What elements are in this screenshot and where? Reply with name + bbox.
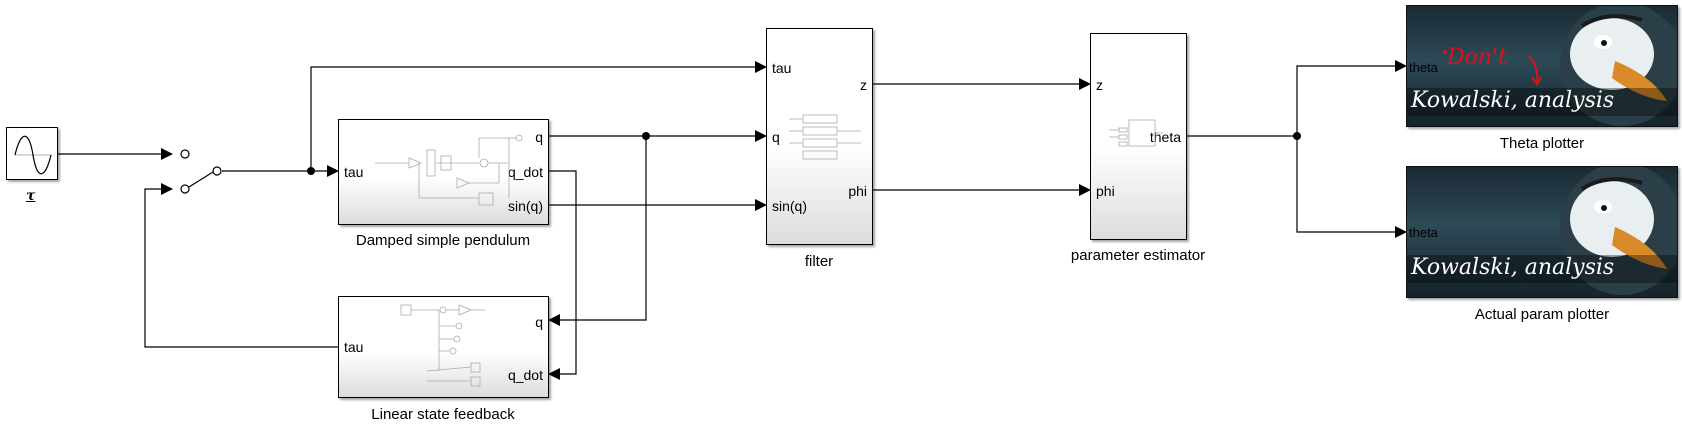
- subsystem-preview-icon: [375, 134, 523, 206]
- filter-title: filter: [804, 253, 834, 270]
- filter-port-phi: phi: [848, 183, 867, 199]
- estimator-port-phi: phi: [1096, 183, 1115, 199]
- subsystem-preview-icon: [1109, 119, 1163, 147]
- filter-port-q: q: [772, 129, 780, 145]
- theta-plotter-title: Theta plotter: [1499, 135, 1585, 152]
- feedback-port-q: q: [535, 314, 543, 330]
- sine-wave-icon: [14, 135, 52, 175]
- feedback-port-qdot: q_dot: [507, 367, 543, 383]
- wire-theta-plotter: [1187, 60, 1407, 137]
- sine-source-block[interactable]: [6, 127, 58, 180]
- branch-point: [642, 132, 650, 140]
- manual-switch-icon: [180, 149, 222, 194]
- wire-theta-actual: [1296, 136, 1407, 238]
- pendulum-block[interactable]: tau q q_dot sin(q): [338, 119, 549, 225]
- actual-plotter-port: theta: [1409, 225, 1438, 240]
- filter-port-tau: tau: [772, 60, 792, 76]
- pendulum-port-tau: tau: [344, 164, 364, 180]
- source-label: τ: [26, 188, 36, 204]
- estimator-title: parameter estimator: [1070, 247, 1206, 264]
- branch-point: [1293, 132, 1301, 140]
- filter-block[interactable]: tau q sin(q) z phi: [766, 28, 873, 245]
- subsystem-preview-icon: [400, 304, 485, 387]
- wire-q-feedback: [548, 136, 647, 326]
- wire-tau-filter: [310, 61, 767, 171]
- actual-plotter-title: Actual param plotter: [1474, 306, 1610, 323]
- subsystem-preview-icon: [789, 114, 861, 160]
- wire-qdot-feedback: [548, 170, 577, 380]
- filter-port-z: z: [860, 77, 867, 93]
- theta-plotter-block[interactable]: Kowalski, analysis theta Don't: [1406, 5, 1678, 127]
- feedback-title: Linear state feedback: [371, 406, 515, 423]
- scribble-annotation: Don't: [1443, 45, 1542, 86]
- meme-caption: Kowalski, analysis: [1411, 88, 1615, 113]
- meme-caption: Kowalski, analysis: [1411, 255, 1615, 280]
- filter-port-sinq: sin(q): [772, 198, 808, 214]
- meme-caption-band: [1407, 255, 1677, 283]
- actual-plotter-block[interactable]: Kowalski, analysis theta: [1406, 166, 1678, 298]
- branch-point: [307, 167, 315, 175]
- wire-feedback-switch: [144, 183, 338, 348]
- kowalski-penguin-image: [1560, 167, 1677, 295]
- estimator-port-z: z: [1096, 77, 1103, 93]
- scribble-text: Don't: [1446, 45, 1507, 70]
- pendulum-port-sinq: sin(q): [507, 198, 543, 214]
- kowalski-penguin-image: [1560, 6, 1677, 126]
- pendulum-title: Damped simple pendulum: [355, 232, 531, 249]
- estimator-block[interactable]: z phi theta: [1090, 33, 1187, 240]
- feedback-block[interactable]: tau q q_dot: [338, 296, 549, 398]
- pendulum-port-q: q: [535, 129, 543, 145]
- pendulum-port-qdot: q_dot: [507, 164, 543, 180]
- theta-plotter-port: theta: [1409, 60, 1438, 75]
- feedback-port-tau: tau: [344, 339, 364, 355]
- meme-caption-band: [1407, 88, 1677, 116]
